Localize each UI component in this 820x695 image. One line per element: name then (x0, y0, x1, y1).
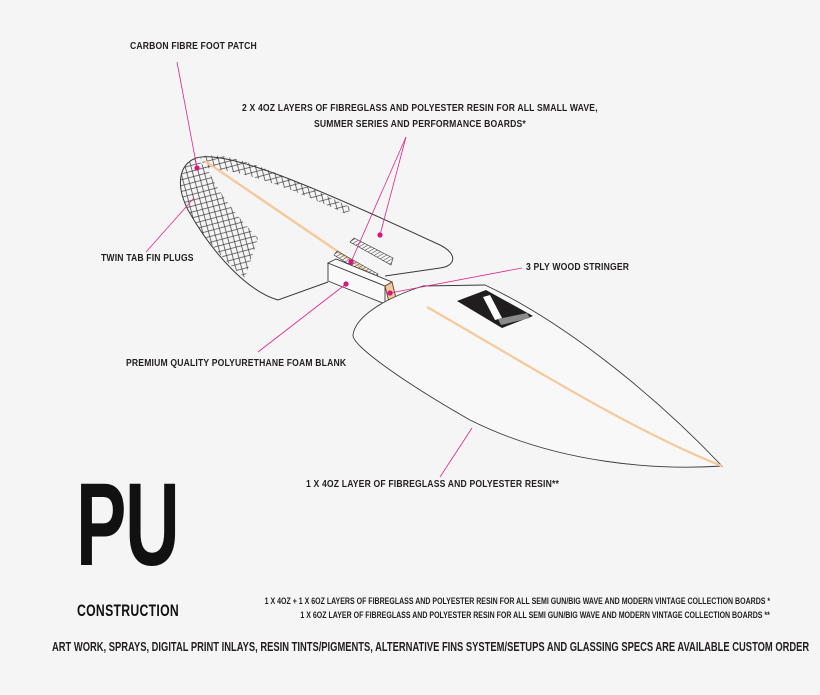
marker-foam-blank (343, 281, 349, 287)
leader-lines (145, 61, 523, 478)
nose-section (352, 284, 723, 468)
marker-layers-b (377, 232, 383, 238)
marker-stringer (387, 290, 393, 296)
marker-dots (194, 165, 393, 296)
callout-deck-layers-line2: SUMMER SERIES AND PERFORMANCE BOARDS* (314, 118, 526, 130)
marker-carbon-patch (194, 165, 200, 171)
callout-3-ply-wood-stringer: 3 PLY WOOD STRINGER (526, 261, 630, 273)
callout-polyurethane-foam-blank: PREMIUM QUALITY POLYURETHANE FOAM BLANK (126, 357, 347, 369)
marker-layers-a (348, 259, 354, 265)
custom-order-note: ART WORK, SPRAYS, DIGITAL PRINT INLAYS, … (52, 640, 810, 654)
carbon-patch-left (180, 158, 258, 278)
callout-carbon-fibre-foot-patch: CARBON FIBRE FOOT PATCH (130, 40, 257, 52)
footnote-single-star: 1 X 4OZ + 1 X 6OZ LAYERS OF FIBREGLASS A… (264, 596, 770, 606)
title-construction: CONSTRUCTION (77, 601, 180, 620)
title-pu: PU (76, 459, 180, 591)
callout-bottom-layer: 1 X 4OZ LAYER OF FIBREGLASS AND POLYESTE… (306, 478, 559, 490)
footnote-double-star: 1 X 6OZ LAYER OF FIBREGLASS AND POLYESTE… (300, 610, 770, 620)
tail-section (179, 155, 454, 305)
callout-twin-tab-fin-plugs: TWIN TAB FIN PLUGS (101, 252, 194, 264)
callout-deck-layers-line1: 2 X 4OZ LAYERS OF FIBREGLASS AND POLYEST… (242, 102, 598, 114)
fin-plug-rear (349, 237, 394, 266)
brand-logo (457, 290, 533, 328)
carbon-patch-top (200, 155, 352, 214)
